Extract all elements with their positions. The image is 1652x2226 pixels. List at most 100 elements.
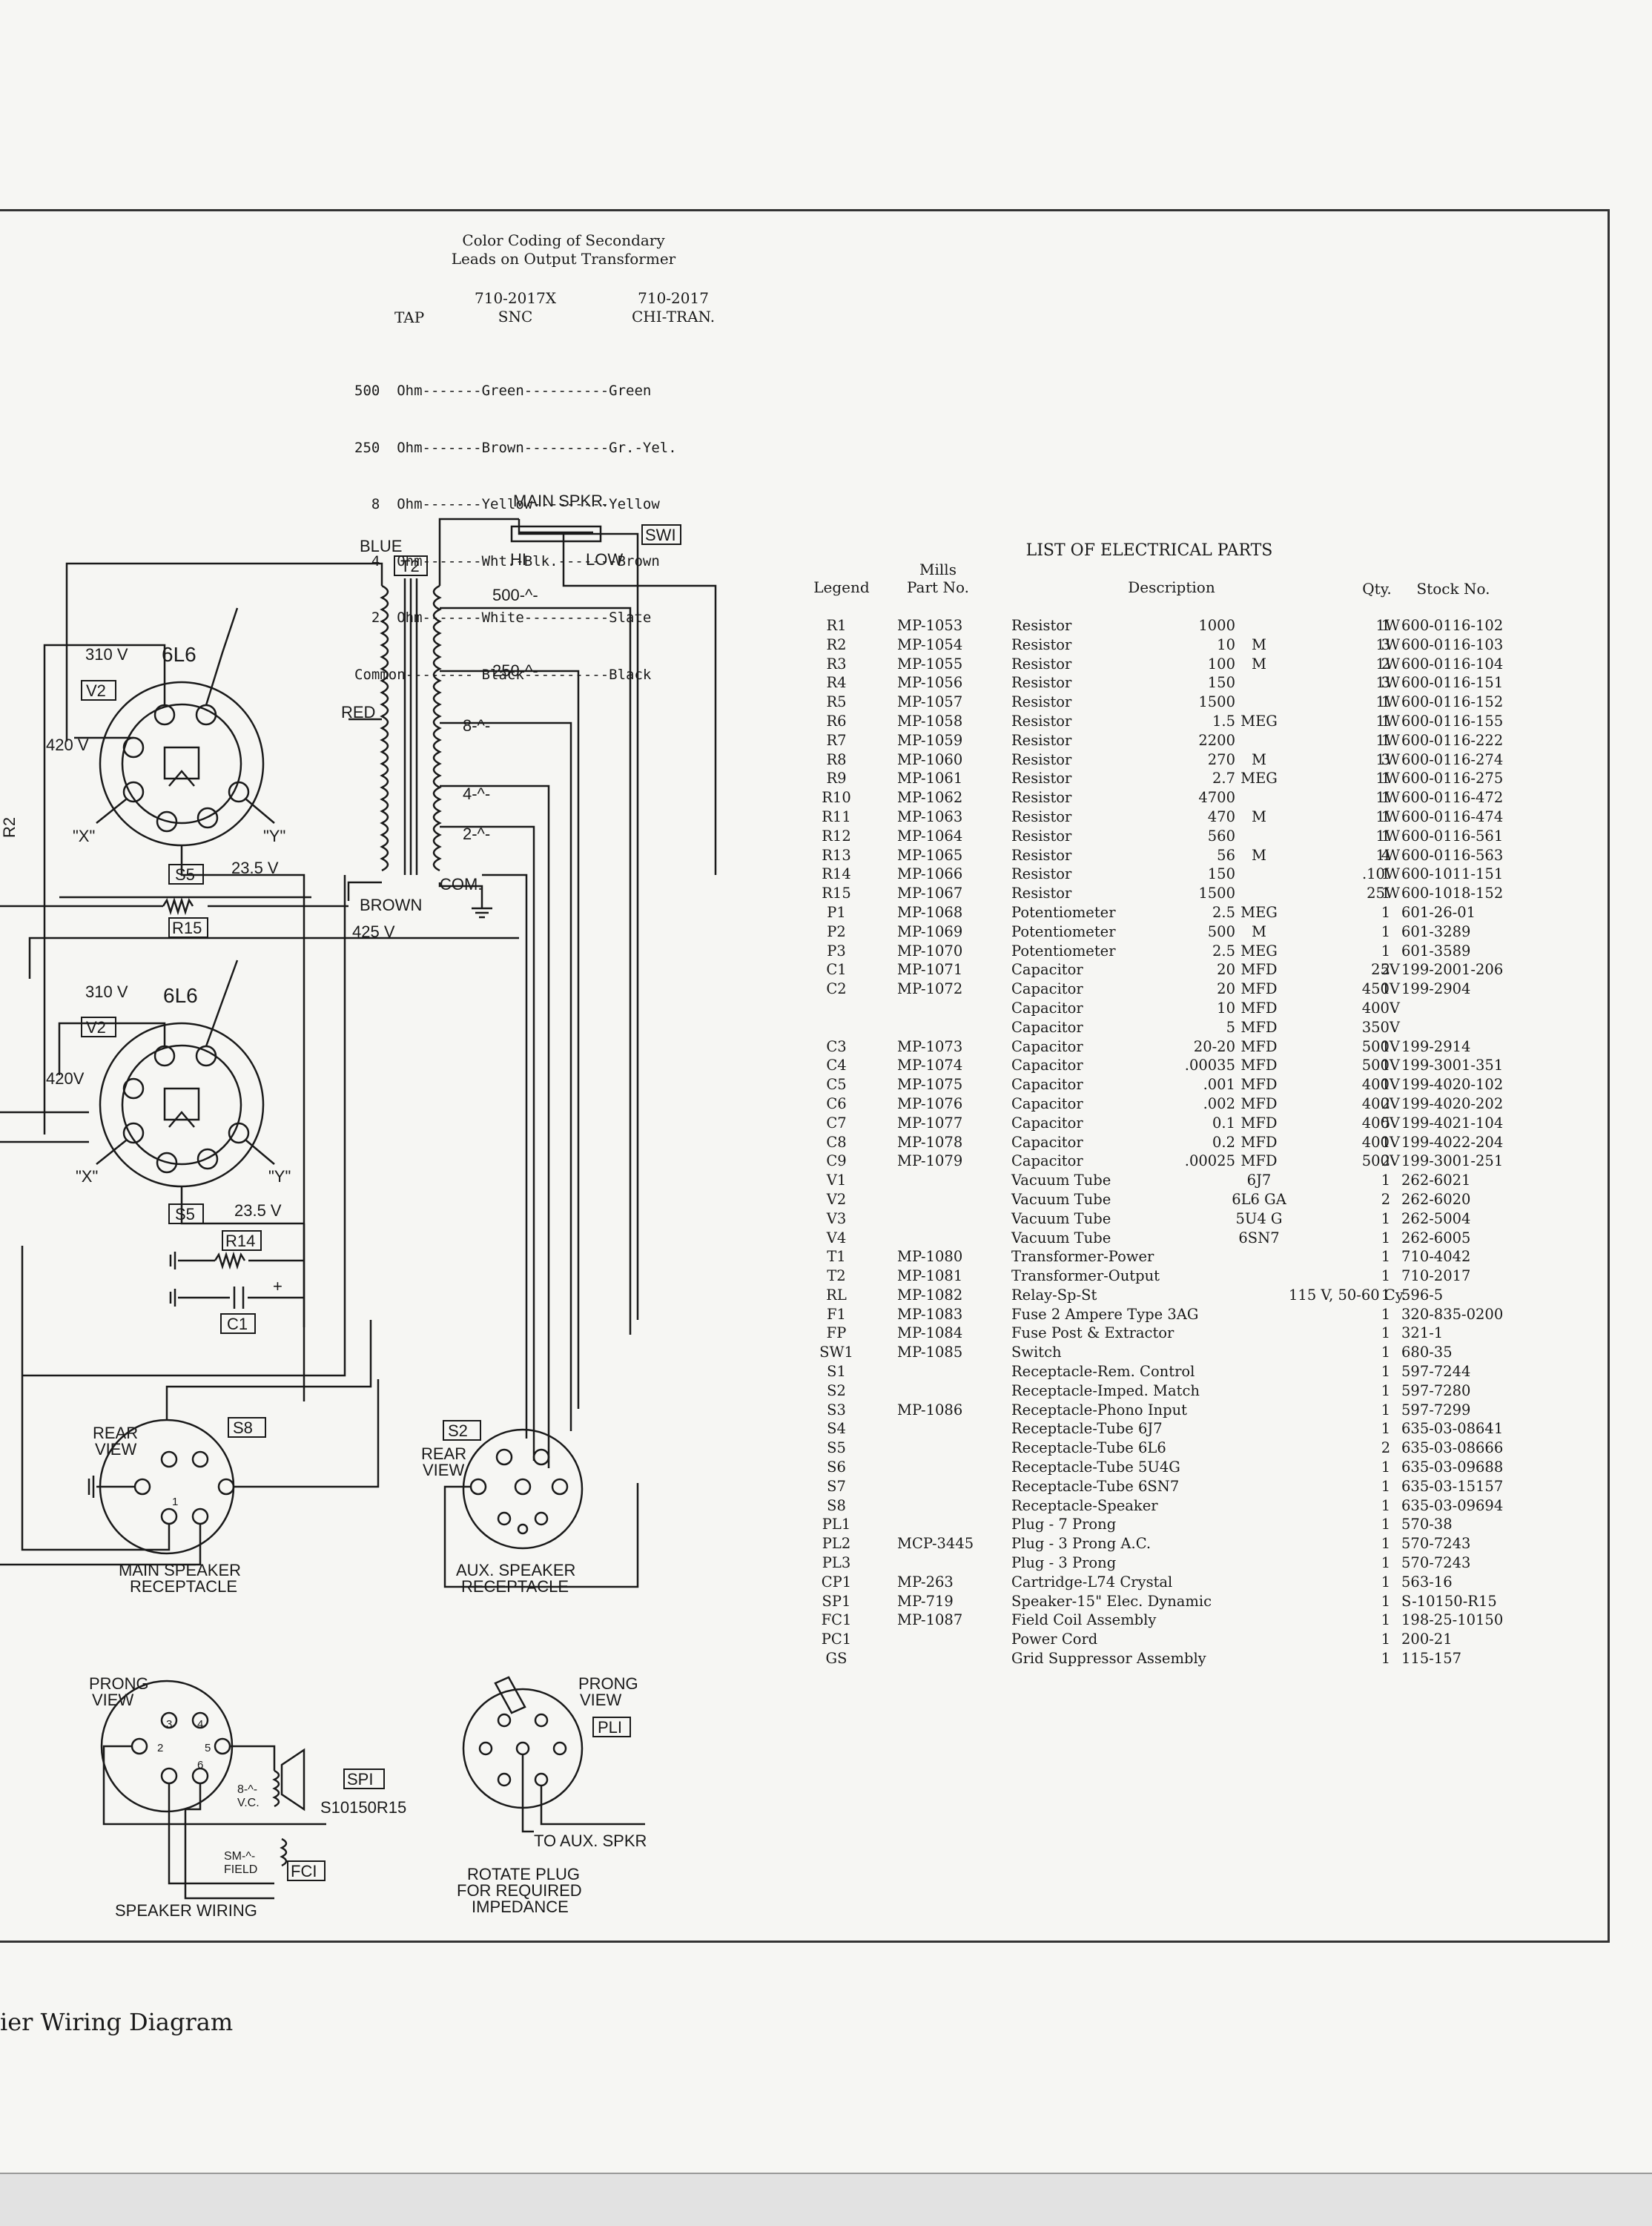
parts-cell-description: Capacitor bbox=[1011, 1037, 1083, 1055]
parts-cell-stock-no: 710-4042 bbox=[1401, 1248, 1471, 1266]
parts-cell-qty: 1 bbox=[1381, 1324, 1391, 1342]
label-sw1: SWI bbox=[645, 526, 676, 544]
parts-cell-qty: 1 bbox=[1381, 1496, 1391, 1514]
label-c1: C1 bbox=[227, 1315, 248, 1333]
parts-cell-legend: S8 bbox=[827, 1496, 846, 1514]
parts-cell-stock-no: 199-2904 bbox=[1401, 980, 1471, 998]
parts-cell-description: Plug - 7 Prong bbox=[1011, 1516, 1117, 1533]
parts-cell-value: 10 bbox=[1217, 635, 1235, 653]
cc-row: 500 Ohm-------Green----------Green bbox=[354, 383, 652, 399]
label-v2-lower: V2 bbox=[86, 1018, 106, 1037]
label-com: COM. bbox=[440, 875, 482, 894]
parts-cell-part-no: MP-1059 bbox=[897, 731, 963, 749]
schematic-labels: MAIN SPKR. HI LOW BLUE RED BROWN 425 V 5… bbox=[0, 492, 647, 1920]
parts-cell-qty: 5 bbox=[1381, 1114, 1391, 1132]
parts-cell-description: Resistor bbox=[1011, 674, 1072, 692]
parts-cell-part-no: MP-1080 bbox=[897, 1248, 963, 1266]
parts-cell-qty: 1 bbox=[1381, 1305, 1391, 1323]
label-r2: R2 bbox=[0, 817, 19, 838]
parts-cell-legend: R8 bbox=[826, 750, 847, 768]
parts-cell-unit: MEG bbox=[1240, 903, 1278, 921]
parts-cell-stock-no: 600-1018-152 bbox=[1401, 885, 1504, 902]
parts-cell-part-no: MP-1061 bbox=[897, 770, 963, 787]
parts-cell-description: Receptacle-Tube 5U4G bbox=[1011, 1459, 1180, 1476]
parts-cell-stock-no: 199-4022-204 bbox=[1401, 1133, 1504, 1151]
parts-cell-part-no: MP-1062 bbox=[897, 789, 963, 807]
cc-row: 8 Ohm-------Yellow---------Yellow bbox=[354, 496, 660, 512]
parts-cell-stock-no: 710-2017 bbox=[1401, 1267, 1471, 1285]
label-speaker-wiring: SPEAKER WIRING bbox=[115, 1901, 257, 1920]
parts-cell-legend: V4 bbox=[826, 1229, 847, 1246]
parts-cell-value: 1500 bbox=[1198, 885, 1235, 902]
parts-cell-stock-no: 600-0116-563 bbox=[1401, 846, 1504, 864]
parts-cell-qty: 2 bbox=[1381, 655, 1391, 673]
parts-cell-unit: MFD bbox=[1240, 1133, 1278, 1151]
parts-cell-legend: T1 bbox=[827, 1248, 846, 1266]
label-brown: BROWN bbox=[360, 896, 422, 914]
parts-cell-description: Resistor bbox=[1011, 635, 1072, 653]
parts-cell-description: Resistor bbox=[1011, 846, 1072, 864]
parts-cell-rating: 1W bbox=[1375, 617, 1400, 634]
parts-cell-part-no: MP-1072 bbox=[897, 980, 963, 998]
parts-cell-description: Capacitor bbox=[1011, 961, 1083, 979]
parts-cell-value: .002 bbox=[1203, 1094, 1235, 1112]
parts-cell-description: Resistor bbox=[1011, 712, 1072, 730]
parts-cell-legend: R13 bbox=[822, 846, 851, 864]
parts-cell-stock-no: 262-6005 bbox=[1401, 1229, 1471, 1246]
parts-cell-part-no: MP-1056 bbox=[897, 674, 963, 692]
parts-cell-unit: 6L6 GA bbox=[1232, 1190, 1286, 1208]
parts-cell-description: Capacitor bbox=[1011, 1114, 1083, 1132]
parts-cell-rating: 500V bbox=[1361, 1152, 1400, 1170]
parts-cell-legend: S5 bbox=[827, 1439, 846, 1457]
parts-cell-qty: 1 bbox=[1381, 903, 1391, 921]
parts-cell-qty: 1 bbox=[1381, 1535, 1391, 1553]
parts-cell-part-no: MP-1081 bbox=[897, 1267, 963, 1285]
parts-cell-legend: R9 bbox=[826, 770, 847, 787]
label-rotate-3: IMPEDANCE bbox=[472, 1898, 569, 1916]
label-s2: S2 bbox=[448, 1421, 468, 1440]
parts-cell-stock-no: 600-0116-104 bbox=[1401, 655, 1504, 673]
parts-cell-stock-no: 600-0116-561 bbox=[1401, 827, 1504, 845]
parts-cell-value: 1000 bbox=[1198, 617, 1235, 634]
parts-cell-unit: M bbox=[1252, 922, 1266, 940]
label-y-lower: "Y" bbox=[268, 1167, 291, 1186]
parts-cell-legend: C3 bbox=[826, 1037, 847, 1055]
label-vc-2: V.C. bbox=[237, 1797, 260, 1809]
parts-cell-description: Vacuum Tube bbox=[1011, 1229, 1111, 1246]
parts-cell-stock-no: 321-1 bbox=[1401, 1324, 1444, 1342]
label-low: LOW bbox=[586, 550, 623, 569]
pin-label: 4 bbox=[197, 1718, 203, 1731]
parts-cell-qty: 1 bbox=[1381, 789, 1391, 807]
parts-cell-legend: R2 bbox=[826, 635, 847, 653]
parts-cell-stock-no: 601-26-01 bbox=[1401, 903, 1476, 921]
parts-cell-description: Resistor bbox=[1011, 827, 1072, 845]
parts-cell-value: 2.5 bbox=[1212, 903, 1235, 921]
parts-cell-rating: 400V bbox=[1361, 1133, 1400, 1151]
parts-cell-part-no: MP-1079 bbox=[897, 1152, 963, 1170]
parts-cell-stock-no: 600-0116-474 bbox=[1401, 807, 1504, 825]
label-235v-upper: 23.5 V bbox=[231, 859, 279, 877]
label-main-recept-1: MAIN SPEAKER bbox=[119, 1561, 241, 1579]
parts-cell-unit: MFD bbox=[1240, 999, 1278, 1017]
parts-cell-value: 2.7 bbox=[1212, 770, 1235, 787]
parts-cell-description: Field Coil Assembly bbox=[1011, 1611, 1157, 1629]
parts-cell-stock-no: 570-7243 bbox=[1401, 1535, 1471, 1553]
parts-cell-qty: 1 bbox=[1381, 980, 1391, 998]
parts-cell-legend: P1 bbox=[827, 903, 846, 921]
parts-cell-qty: 1 bbox=[1381, 827, 1391, 845]
parts-cell-legend: R4 bbox=[826, 674, 847, 692]
parts-cell-legend: C9 bbox=[826, 1152, 847, 1170]
color-coding-title-line-2: Leads on Output Transformer bbox=[451, 250, 676, 268]
parts-cell-value: 150 bbox=[1207, 865, 1235, 883]
parts-cell-qty: 1 bbox=[1381, 807, 1391, 825]
parts-cell-description: Resistor bbox=[1011, 770, 1072, 787]
parts-cell-stock-no: 596-5 bbox=[1401, 1286, 1444, 1304]
parts-cell-qty: 1 bbox=[1381, 1344, 1391, 1361]
parts-cell-qty: 1 bbox=[1381, 1459, 1391, 1476]
color-coding-title-line-1: Color Coding of Secondary bbox=[462, 231, 665, 249]
parts-cell-value: 5 bbox=[1226, 1018, 1235, 1036]
parts-cell-stock-no: 600-1011-151 bbox=[1401, 865, 1504, 883]
col-chi-label: CHI-TRAN. bbox=[632, 308, 716, 326]
pin-label: 3 bbox=[166, 1718, 172, 1731]
pin-label: 2 bbox=[157, 1742, 163, 1754]
